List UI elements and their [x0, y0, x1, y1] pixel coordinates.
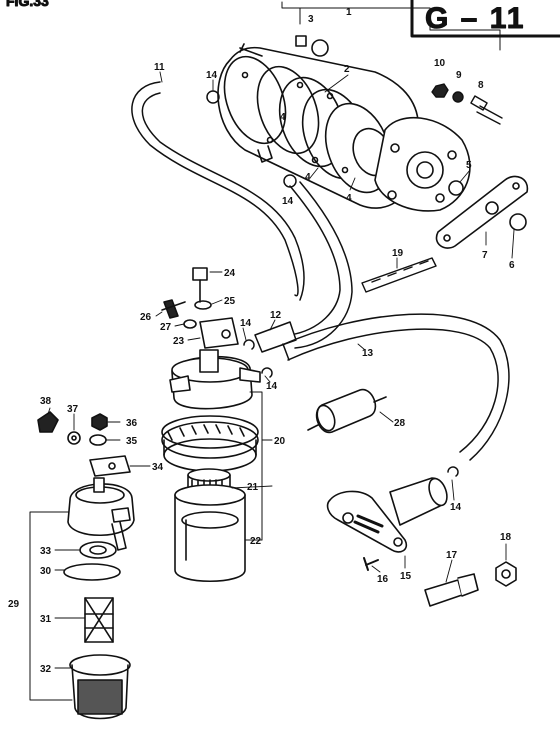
- callout-4c: 4: [280, 112, 286, 123]
- callout-29: 29: [8, 599, 20, 610]
- callout-14a: 14: [206, 70, 218, 81]
- clip-icon: [361, 257, 437, 293]
- callout-3: 3: [308, 14, 314, 25]
- bolt-icon: [470, 95, 503, 125]
- callout-31: 31: [40, 614, 52, 625]
- fuel-pump-icon: [217, 35, 471, 212]
- callout-23: 23: [173, 336, 185, 347]
- callout-11: 11: [154, 62, 165, 73]
- bracket-1: [281, 1, 501, 51]
- callout-38: 38: [40, 396, 52, 407]
- callout-33: 33: [40, 546, 52, 557]
- callout-30: 30: [40, 566, 52, 577]
- callout-17: 17: [446, 550, 458, 561]
- callout-20: 20: [274, 436, 286, 447]
- callout-14e: 14: [450, 502, 462, 513]
- callout-36: 36: [126, 418, 138, 429]
- callout-35: 35: [126, 436, 138, 447]
- callout-8: 8: [478, 80, 484, 91]
- callout-5: 5: [466, 160, 472, 171]
- hose-clip-14-icons: [206, 90, 459, 477]
- callout-26: 26: [140, 312, 152, 323]
- callout-34: 34: [152, 462, 164, 473]
- callout-16: 16: [377, 574, 389, 585]
- gasket-5-icon: [448, 180, 464, 196]
- bracket-7-icon: [435, 175, 529, 249]
- water-separator-icon: [37, 411, 135, 720]
- figure-label: FIG.33: [6, 0, 49, 9]
- leader-lines: [47, 71, 515, 669]
- hose-icon: [131, 81, 510, 461]
- callout-9: 9: [456, 70, 462, 81]
- inline-filter-icon: [307, 388, 387, 434]
- callout-18: 18: [500, 532, 512, 543]
- callout-10: 10: [434, 58, 446, 69]
- fuel-filter-assembly-icon: [161, 267, 261, 583]
- callout-2: 2: [344, 64, 350, 75]
- callout-25: 25: [224, 296, 236, 307]
- callout-19: 19: [392, 248, 404, 259]
- callout-4b: 4: [346, 193, 352, 204]
- callout-4a: 4: [305, 172, 311, 183]
- callout-21: 21: [247, 482, 259, 493]
- callout-13: 13: [362, 348, 374, 359]
- nut-icon: [431, 83, 464, 103]
- callout-7: 7: [482, 250, 488, 261]
- callout-12: 12: [270, 310, 282, 321]
- washer-6-icon: [509, 213, 527, 231]
- callout-6: 6: [509, 260, 515, 271]
- callout-24: 24: [224, 268, 236, 279]
- callout-22: 22: [250, 536, 262, 547]
- callout-32: 32: [40, 664, 52, 675]
- callout-1: 1: [346, 7, 352, 18]
- callout-37: 37: [67, 404, 79, 415]
- callout-28: 28: [394, 418, 406, 429]
- page-code-box: G – 11: [410, 0, 560, 38]
- callout-27: 27: [160, 322, 172, 333]
- callout-14b: 14: [282, 196, 294, 207]
- callout-15: 15: [400, 571, 412, 582]
- callout-labels: 1 2 3 4 4 4 5 6 7 8 9 10 11 12 13 14 14 …: [8, 7, 515, 675]
- callout-14d: 14: [266, 381, 278, 392]
- leader-brackets: [29, 391, 273, 701]
- callout-14c: 14: [240, 318, 252, 329]
- fuel-connector-icon: [326, 477, 517, 607]
